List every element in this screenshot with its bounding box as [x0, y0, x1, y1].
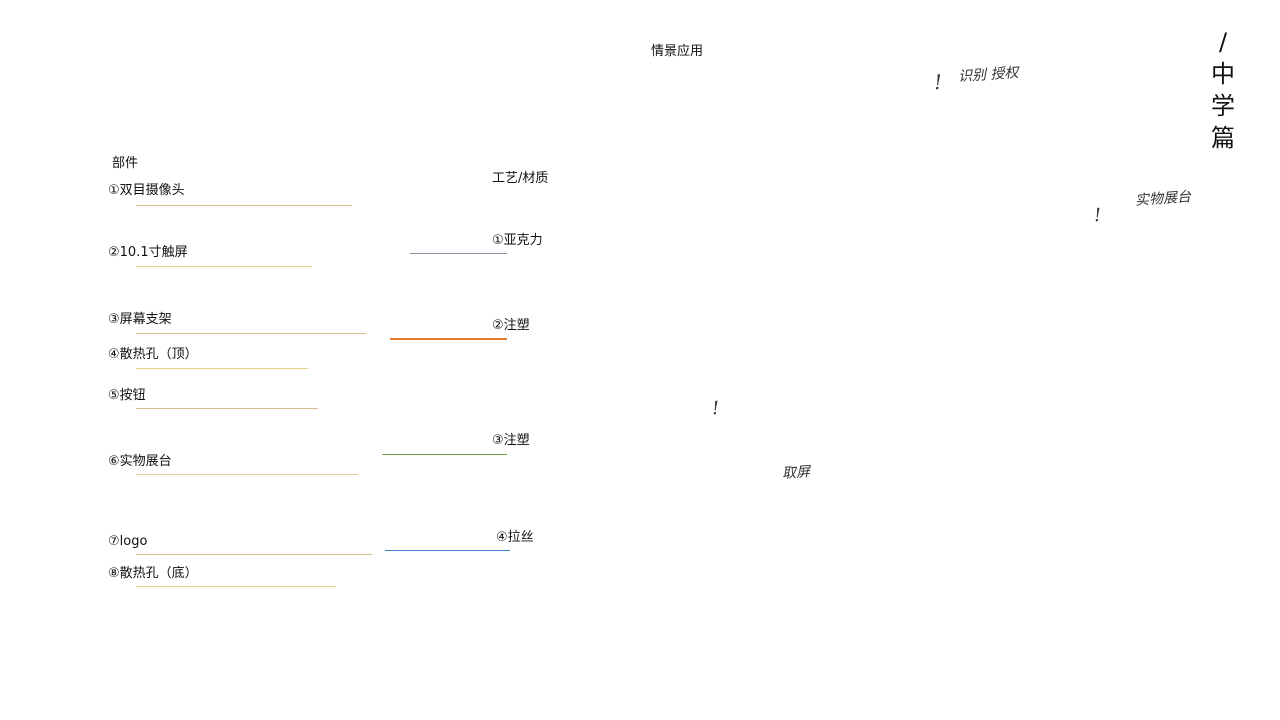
material-label: ①亚克力	[492, 233, 543, 248]
scenario-heading: 情景应用	[651, 44, 704, 59]
sketch-recognition	[867, 89, 985, 271]
sketch-rotate	[774, 551, 886, 689]
sketch-note: !	[1093, 204, 1102, 227]
material-line	[390, 338, 507, 340]
material-line	[385, 550, 510, 551]
camera-icon	[340, 183, 366, 202]
material-label: ②注塑	[492, 318, 530, 333]
part-label: ⑦logo	[108, 534, 148, 549]
sketch-note: !	[933, 69, 943, 95]
leader-line	[136, 266, 312, 267]
leader-line	[136, 554, 372, 555]
part-label: ⑥实物展台	[108, 454, 172, 469]
section-title: / 中 学 篇	[1208, 26, 1238, 154]
part-label: ①双目摄像头	[108, 183, 185, 198]
logo-mark	[374, 549, 384, 553]
material-line	[382, 454, 507, 455]
title-char: 篇	[1211, 124, 1235, 152]
parts-heading: 部件	[112, 156, 139, 171]
part-label: ⑤按钮	[108, 388, 146, 403]
sketch-note: 识别 授权	[957, 64, 1020, 86]
part-label: ②10.1寸触屏	[108, 245, 188, 260]
sketch-note: 实物展台	[1134, 189, 1192, 209]
leader-line	[136, 586, 336, 587]
material-line	[410, 253, 507, 254]
top-vent-icon	[302, 354, 338, 384]
leader-line	[136, 408, 318, 409]
sketch-document-camera	[1021, 206, 1143, 356]
screen-stand	[364, 289, 387, 339]
sketch-device-large	[667, 103, 779, 336]
part-label: ⑧散热孔（底）	[108, 566, 198, 581]
part-label: ③屏幕支架	[108, 312, 172, 327]
title-slash: /	[1218, 28, 1228, 56]
material-label: ④拉丝	[496, 530, 534, 545]
title-char: 中	[1211, 60, 1235, 88]
leader-line	[136, 474, 358, 475]
button-icon	[319, 395, 325, 401]
sketch-note: 取屏	[781, 464, 811, 482]
sketch-note: !	[711, 397, 720, 420]
title-char: 学	[1211, 92, 1235, 120]
part-label: ④散热孔（顶）	[108, 347, 198, 362]
sketch-variants	[994, 607, 1249, 709]
leader-line	[136, 333, 366, 334]
sketch-classroom	[904, 391, 1169, 586]
material-label: ③注塑	[492, 433, 530, 448]
leader-line	[136, 205, 352, 206]
touch-screen	[275, 183, 447, 305]
material-heading: 工艺/材质	[492, 171, 549, 186]
leader-line	[136, 368, 308, 369]
